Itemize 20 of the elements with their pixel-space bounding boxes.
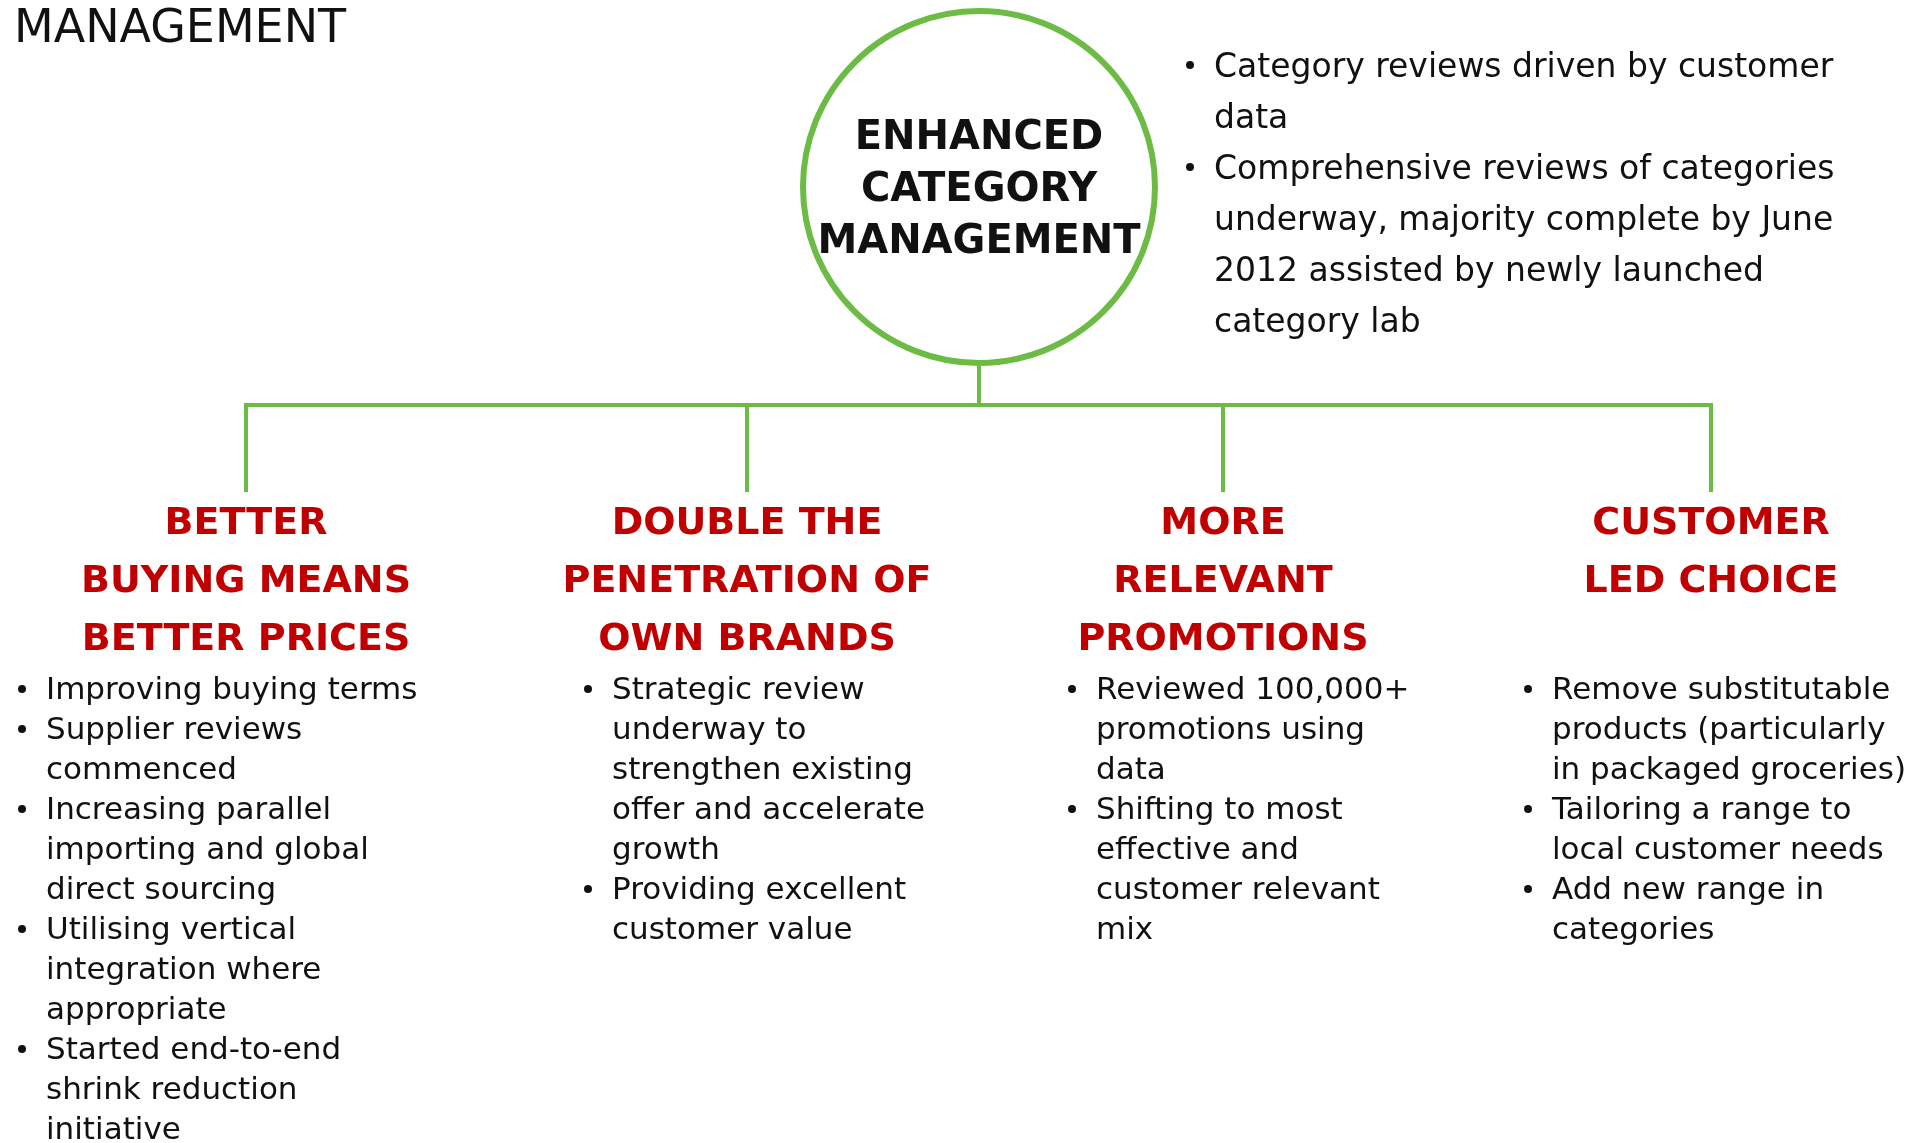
- circle-node: ENHANCED CATEGORY MANAGEMENT: [800, 8, 1158, 366]
- bullet-point: Remove substitutable products (particularly in packaged groceries): [1518, 668, 1918, 788]
- branch-heading: CUSTOMER LED CHOICE: [1571, 492, 1851, 666]
- bullet-point: Increasing parallel importing and global direct sourcing: [12, 788, 442, 908]
- branch-heading: BETTER BUYING MEANS BETTER PRICES: [76, 492, 416, 666]
- bullet-point: Improving buying terms: [12, 668, 442, 708]
- bullet-point: Utilising vertical integration where appropriate: [12, 908, 442, 1028]
- bullet-point: Shifting to most effective and customer relevant mix: [1062, 788, 1422, 948]
- bullet-point: Category reviews driven by customer data: [1180, 40, 1880, 142]
- bullet-point: Add new range in categories: [1518, 868, 1918, 948]
- bullet-point: Tailoring a range to local customer needs: [1518, 788, 1918, 868]
- branch-heading: MORE RELEVANT PROMOTIONS: [1073, 492, 1373, 666]
- bullet-point: Providing excellent customer value: [578, 868, 958, 948]
- bullet-point: Supplier reviews commenced: [12, 708, 442, 788]
- bullet-point: Comprehensive reviews of categories underway, majority complete by June 2012 assisted by newly launched category lab: [1180, 142, 1880, 346]
- page-title: MANAGEMENT: [14, 0, 347, 52]
- bullet-point: Reviewed 100,000+ promotions using data: [1062, 668, 1422, 788]
- bullet-point: Started end-to-end shrink reduction initiative: [12, 1028, 442, 1143]
- bullet-point: Strategic review underway to strengthen existing offer and accelerate growth: [578, 668, 958, 868]
- branch-heading: DOUBLE THE PENETRATION OF OWN BRANDS: [562, 492, 932, 666]
